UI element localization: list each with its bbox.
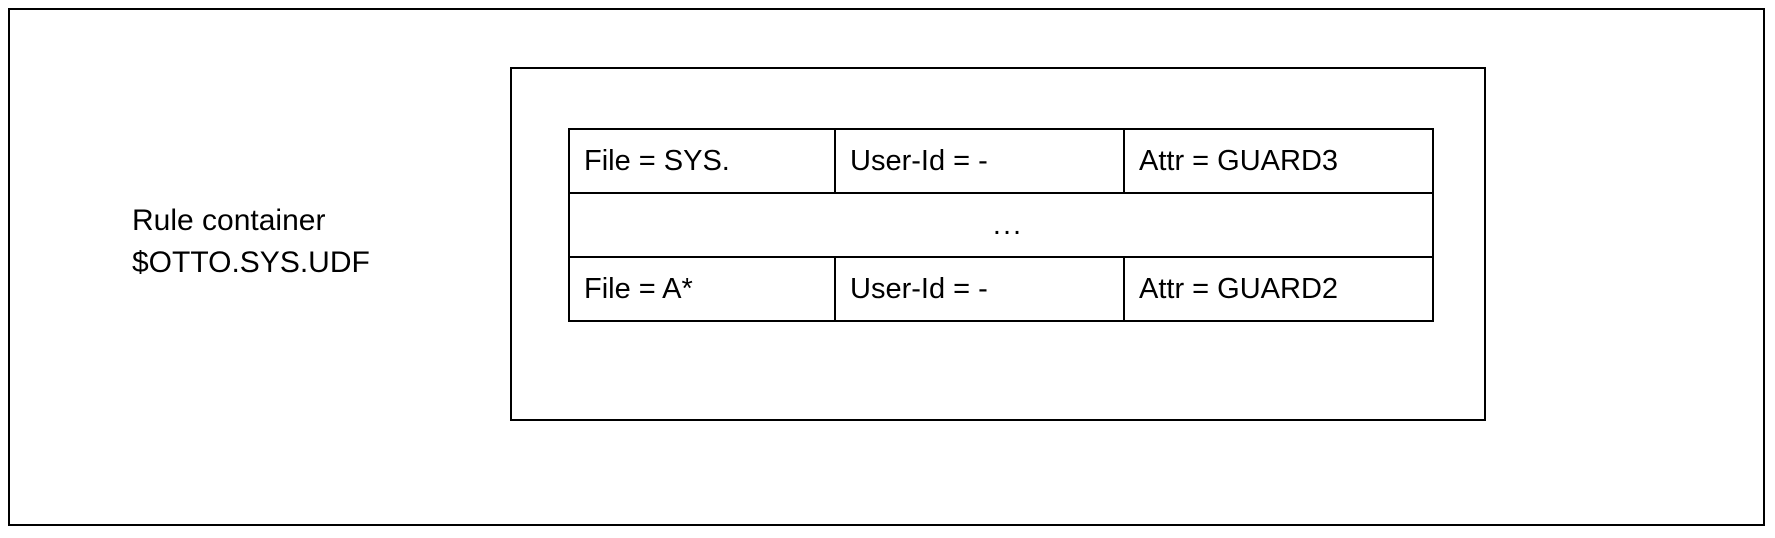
caption-line-2: $OTTO.SYS.UDF bbox=[132, 246, 370, 279]
table-row-ellipsis: ... bbox=[568, 192, 1434, 258]
rule-container-box: File = SYS. User-Id = - Attr = GUARD3 ..… bbox=[510, 67, 1486, 421]
cell-ellipsis: ... bbox=[568, 192, 1434, 258]
rule-table: File = SYS. User-Id = - Attr = GUARD3 ..… bbox=[568, 128, 1434, 322]
rule-container-caption: Rule container $OTTO.SYS.UDF bbox=[132, 200, 492, 284]
outer-frame: Rule container $OTTO.SYS.UDF File = SYS.… bbox=[8, 8, 1765, 526]
table-row: File = SYS. User-Id = - Attr = GUARD3 bbox=[568, 128, 1434, 194]
cell-attr: Attr = GUARD3 bbox=[1123, 128, 1434, 194]
table-row: File = A* User-Id = - Attr = GUARD2 bbox=[568, 256, 1434, 322]
cell-file: File = SYS. bbox=[568, 128, 836, 194]
cell-file: File = A* bbox=[568, 256, 836, 322]
cell-user-id: User-Id = - bbox=[834, 256, 1125, 322]
cell-attr: Attr = GUARD2 bbox=[1123, 256, 1434, 322]
cell-user-id: User-Id = - bbox=[834, 128, 1125, 194]
caption-line-1: Rule container bbox=[132, 204, 326, 237]
